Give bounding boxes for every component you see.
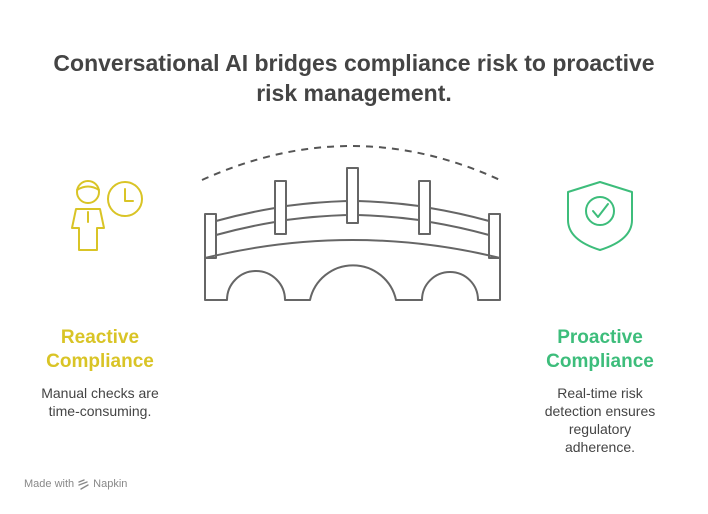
bridge-icon (204, 167, 501, 301)
left-title-line-2: Compliance (46, 351, 154, 372)
napkin-watermark: Made with Napkin (24, 478, 127, 490)
shield-check-icon (567, 181, 633, 251)
diagram-title: Conversational AI bridges compliance ris… (0, 48, 708, 108)
napkin-brand-label: Napkin (93, 478, 128, 490)
title-line-2: risk management. (256, 80, 452, 106)
proactive-compliance-description: Real-time risk detection ensures regulat… (508, 384, 692, 456)
made-with-label: Made with (24, 478, 75, 490)
dashed-arc (201, 145, 501, 181)
proactive-compliance-title: Proactive Compliance (518, 326, 682, 374)
right-desc-line-1: Real-time risk (557, 385, 643, 401)
right-title-line-1: Proactive (557, 327, 643, 348)
person-clock-icon (71, 180, 143, 251)
reactive-compliance-title: Reactive Compliance (18, 326, 182, 374)
right-title-line-2: Compliance (546, 351, 654, 372)
left-desc-line-1: Manual checks are (41, 385, 159, 401)
right-desc-line-4: adherence. (564, 439, 636, 455)
right-desc-line-3: regulatory (568, 421, 632, 437)
left-title-line-1: Reactive (60, 327, 140, 348)
left-desc-line-2: time-consuming. (48, 403, 152, 419)
right-desc-line-2: detection ensures (544, 403, 656, 419)
napkin-logo-icon (78, 478, 89, 490)
title-line-1: Conversational AI bridges compliance ris… (53, 50, 655, 76)
reactive-compliance-description: Manual checks are time-consuming. (18, 384, 182, 420)
